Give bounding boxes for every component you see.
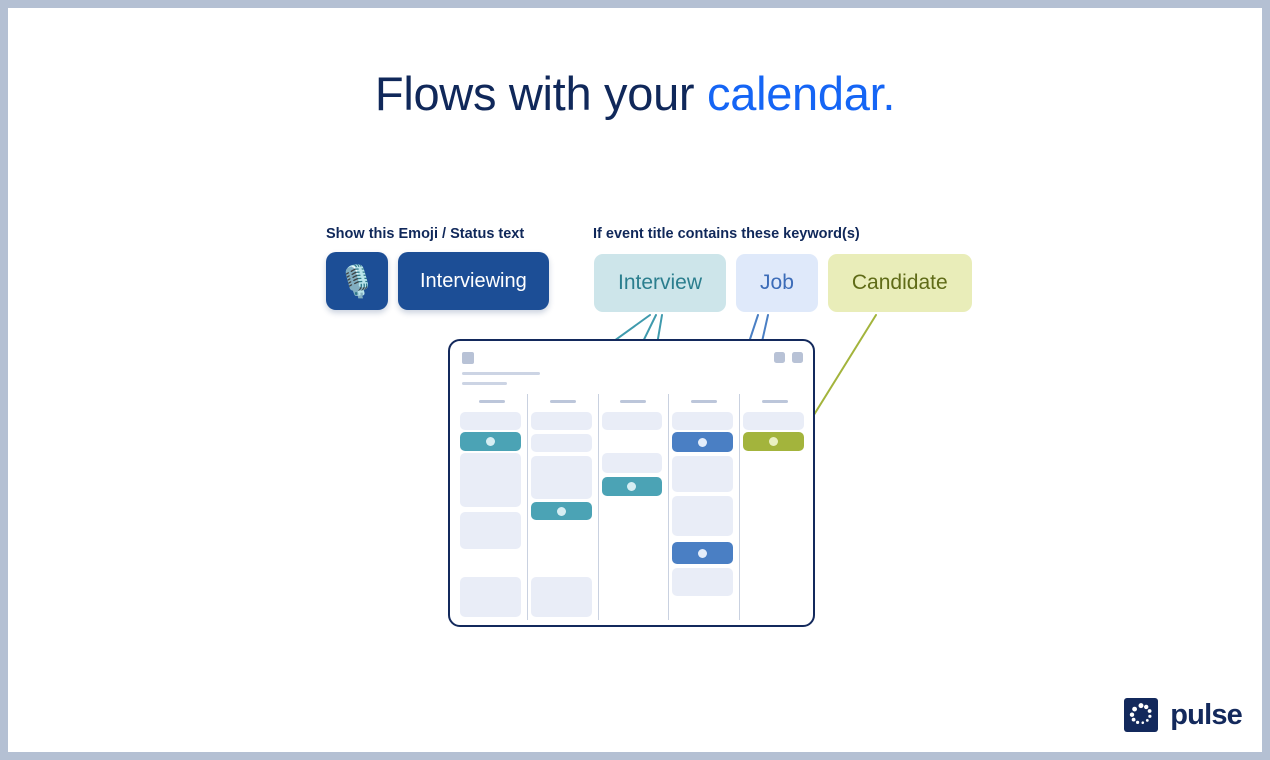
calendar-column-header bbox=[691, 400, 718, 403]
calendar-slot-placeholder bbox=[460, 577, 521, 617]
calendar-event-blue[interactable] bbox=[672, 542, 734, 564]
calendar-grid bbox=[457, 394, 810, 620]
keyword-chip-interview[interactable]: Interview bbox=[594, 254, 727, 312]
pulse-dots-logo-icon bbox=[1124, 698, 1159, 732]
calendar-column bbox=[599, 394, 670, 620]
keyword-label: If event title contains these keyword(s) bbox=[593, 226, 860, 242]
calendar-slot-placeholder bbox=[672, 456, 734, 492]
calendar-slot-placeholder bbox=[530, 577, 592, 617]
calendar-column-header bbox=[478, 400, 505, 403]
calendar-app-icon bbox=[462, 352, 474, 364]
page-title: Flows with your calendar. bbox=[8, 66, 1262, 121]
keyword-chip-candidate[interactable]: Candidate bbox=[827, 254, 972, 312]
calendar-slot-placeholder bbox=[460, 512, 521, 549]
calendar-slot-placeholder bbox=[743, 412, 804, 430]
calendar-slot-placeholder bbox=[530, 412, 592, 430]
keyword-chip-job[interactable]: Job bbox=[736, 254, 818, 312]
calendar-slot-placeholder bbox=[460, 412, 521, 430]
calendar-subtitle-placeholder bbox=[462, 382, 507, 385]
calendar-column bbox=[457, 394, 528, 620]
calendar-column-header bbox=[620, 400, 647, 403]
calendar-slot-placeholder bbox=[601, 412, 663, 430]
calendar-slot-placeholder bbox=[530, 434, 592, 452]
calendar-column bbox=[669, 394, 741, 620]
calendar-slot-placeholder bbox=[672, 496, 734, 536]
emoji-status-label: Show this Emoji / Status text bbox=[326, 226, 525, 242]
pulse-logo: pulse bbox=[1124, 698, 1243, 732]
calendar-slot-placeholder bbox=[601, 453, 663, 473]
page-title-accent: calendar. bbox=[707, 67, 896, 120]
calendar-toolbar-icon-2[interactable] bbox=[792, 352, 803, 363]
calendar-column-header bbox=[549, 400, 576, 403]
page-title-main: Flows with your bbox=[374, 67, 708, 120]
calendar-column bbox=[740, 394, 810, 620]
pulse-dots-svg bbox=[1130, 703, 1152, 724]
slide-canvas: Flows with your calendar. Show this Emoj… bbox=[8, 8, 1262, 752]
calendar-slot-placeholder bbox=[672, 568, 734, 596]
status-text-chip[interactable]: Interviewing bbox=[398, 252, 549, 310]
calendar-event-teal[interactable] bbox=[460, 432, 521, 451]
event-status-dot-icon bbox=[698, 437, 708, 447]
calendar-column bbox=[528, 394, 599, 620]
calendar-toolbar-icon-1[interactable] bbox=[774, 352, 785, 363]
studio-microphone-emoji-icon[interactable]: 🎙️ bbox=[326, 252, 388, 310]
event-status-dot-icon bbox=[769, 437, 779, 446]
calendar-event-olive[interactable] bbox=[743, 432, 804, 451]
calendar-event-teal[interactable] bbox=[601, 477, 663, 496]
calendar-slot-placeholder bbox=[530, 456, 592, 499]
event-status-dot-icon bbox=[556, 506, 566, 516]
calendar-column-header bbox=[762, 400, 789, 403]
emoji-status-row: 🎙️ Interviewing bbox=[326, 252, 549, 310]
calendar-title-placeholder bbox=[462, 372, 540, 375]
calendar-event-blue[interactable] bbox=[672, 432, 734, 452]
calendar-event-teal[interactable] bbox=[530, 502, 592, 520]
event-status-dot-icon bbox=[698, 548, 708, 558]
pulse-wordmark: pulse bbox=[1170, 698, 1243, 731]
event-status-dot-icon bbox=[485, 437, 495, 446]
calendar-slot-placeholder bbox=[460, 453, 521, 507]
keyword-chip-row: Interview Job Candidate bbox=[594, 254, 972, 312]
calendar-window bbox=[448, 339, 815, 627]
event-status-dot-icon bbox=[627, 482, 637, 491]
calendar-slot-placeholder bbox=[672, 412, 734, 430]
